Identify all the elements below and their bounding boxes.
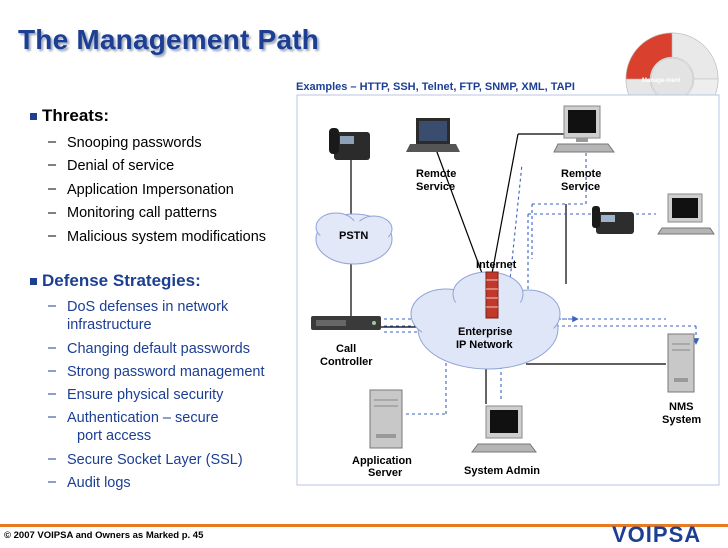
- defense-heading: Defense Strategies:: [42, 271, 201, 290]
- desktop-computer-icon: [471, 405, 537, 453]
- defense-item: Secure Socket Layer (SSL): [67, 452, 243, 468]
- ip-phone-icon: [592, 206, 634, 234]
- defense-item: Ensure physical security: [67, 387, 224, 403]
- dash-icon: –: [48, 181, 57, 197]
- defense-item: port access: [77, 428, 152, 444]
- application-server-line2: Server: [368, 467, 403, 479]
- remote-service-2-line1: Remote: [561, 168, 601, 180]
- threats-heading: Threats:: [42, 106, 110, 125]
- footer-divider: [0, 524, 728, 527]
- threats-bullet: [30, 113, 37, 120]
- remote-service-2-line2: Service: [561, 181, 600, 193]
- nms-line1: NMS: [669, 401, 693, 413]
- pstn-cloud: PSTN: [315, 212, 393, 265]
- enterprise-label-2: IP Network: [456, 339, 514, 351]
- footer-copyright: © 2007 VOIPSA and Owners as Marked p. 45: [4, 530, 204, 541]
- server-icon: [667, 333, 695, 393]
- internet-label: Internet: [476, 259, 517, 271]
- examples-caption: Examples – HTTP, SSH, Telnet, FTP, SNMP,…: [296, 81, 575, 93]
- desktop-computer-icon: [657, 193, 715, 235]
- firewall-icon: [485, 271, 499, 319]
- remote-service-1-line2: Service: [416, 181, 455, 193]
- laptop-icon: [406, 118, 460, 152]
- defense-item: Strong password management: [67, 364, 265, 380]
- desktop-computer-icon: [553, 105, 615, 153]
- dash-icon: –: [48, 134, 57, 150]
- defense-bullet: [30, 278, 37, 285]
- system-admin-label: System Admin: [464, 465, 540, 477]
- page-title: The Management Path: [18, 24, 319, 55]
- call-controller-line1: Call: [336, 343, 356, 355]
- defense-item: DoS defenses in network: [67, 299, 229, 315]
- threat-item: Denial of service: [67, 158, 175, 174]
- dash-icon: –: [48, 157, 57, 173]
- dash-icon: –: [48, 298, 57, 314]
- remote-service-1-line1: Remote: [416, 168, 456, 180]
- threat-item: Application Impersonation: [67, 182, 234, 198]
- nms-line2: System: [662, 414, 701, 426]
- enterprise-label-1: Enterprise: [458, 326, 512, 338]
- defense-item: Changing default passwords: [67, 341, 250, 357]
- defense-item: infrastructure: [67, 317, 152, 333]
- dash-icon: –: [48, 474, 57, 490]
- application-server-line1: Application: [352, 455, 412, 467]
- call-controller-line2: Controller: [320, 356, 373, 368]
- network-diagram: PSTN Enterprise IP Network Internet Remo…: [296, 94, 720, 486]
- defense-item: Audit logs: [67, 475, 131, 491]
- defense-item: Authentication – secure: [67, 410, 219, 426]
- dash-icon: –: [48, 409, 57, 425]
- brand-logo: VOIPSA: [612, 522, 702, 547]
- logo-wheel-left-label: Manage-ment: [642, 78, 681, 84]
- dash-icon: –: [48, 228, 57, 244]
- threat-item: Monitoring call patterns: [67, 205, 217, 221]
- dash-icon: –: [48, 340, 57, 356]
- threat-item: Snooping passwords: [67, 135, 202, 151]
- server-icon: [369, 389, 403, 449]
- threat-item: Malicious system modifications: [67, 229, 267, 245]
- dash-icon: –: [48, 363, 57, 379]
- call-controller-icon: [311, 316, 381, 330]
- pstn-label: PSTN: [339, 230, 368, 242]
- dash-icon: –: [48, 386, 57, 402]
- phone-icon: [329, 128, 370, 160]
- dash-icon: –: [48, 205, 57, 221]
- dash-icon: –: [48, 451, 57, 467]
